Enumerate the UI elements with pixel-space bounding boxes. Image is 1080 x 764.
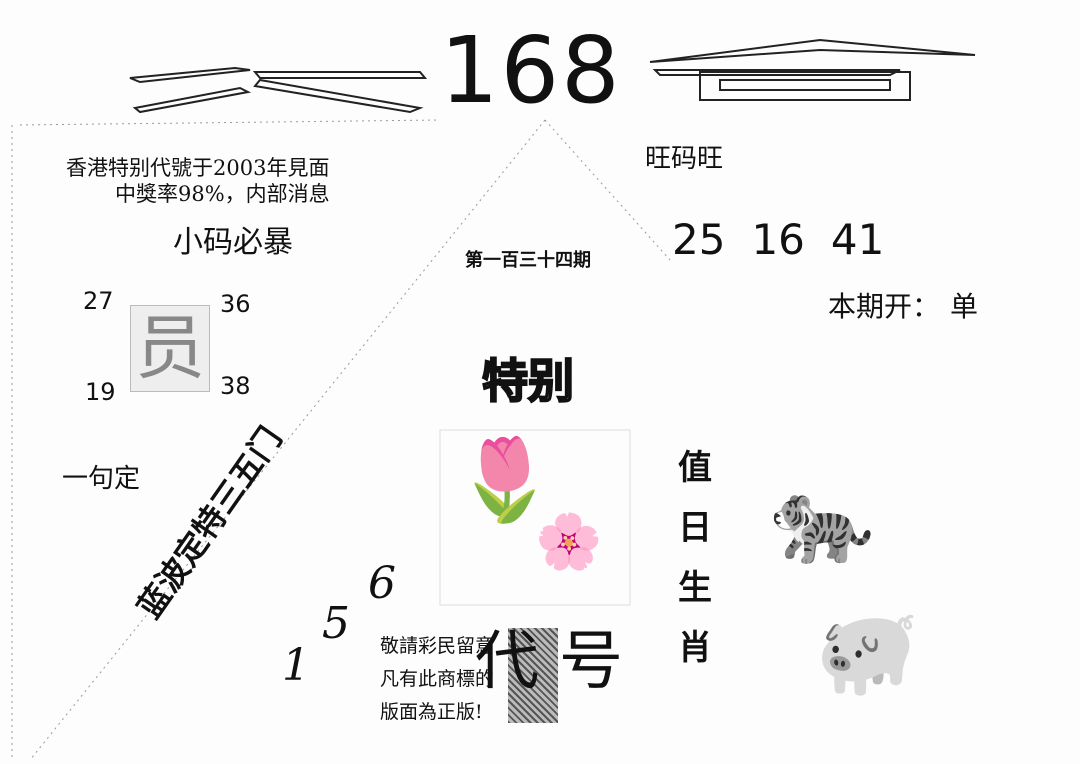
code-label: 代号 [475,625,643,699]
lucky-number: 25 [672,215,726,264]
this-issue: 本期开： 单 [828,285,978,325]
this-issue-label: 本期开： [828,290,941,323]
trademark-stamp [508,628,558,723]
grid-number: 27 [83,287,114,315]
tulip-flower-icon: 🌷 [455,433,555,526]
this-issue-value: 单 [950,290,979,323]
intro-line-1: 香港特别代號于2003年見面 [66,156,330,180]
notice-line: 敬請彩民留意 [380,635,495,657]
notice-line: 版面為正版! [380,701,483,723]
code-number: 1 [282,640,310,691]
code-number: 5 [322,598,350,649]
grid-number: 38 [220,372,251,400]
authenticity-notice: 敬請彩民留意 凡有此商標的 版面為正版! [380,630,494,729]
issue-number: 第一百三十四期 [465,250,591,271]
center-char-stamp: 员 [130,305,210,392]
zodiac-label: 值 日 生 肖 [678,438,712,678]
grid-number: 36 [220,290,251,318]
flower-branch-icon: 🌸 [535,510,603,573]
code-number: 6 [368,558,396,609]
header-title: 168 [440,17,622,124]
one-phrase-text: 一句定 [62,464,141,494]
intro-line-2: 中獎率98%，内部消息 [115,182,330,206]
zodiac-char: 值 [678,448,712,488]
lucky-number: 16 [751,215,805,264]
special-heading: 特别 [481,353,575,409]
small-code-text: 小码必暴 [173,225,293,260]
tiger-icon: 🐅 [770,471,875,569]
pig-icon: 🐖 [815,603,920,701]
lucky-numbers: 25 16 41 [672,215,884,264]
zodiac-char: 日 [678,508,712,548]
zodiac-char: 肖 [678,628,712,668]
zodiac-char: 生 [678,568,712,608]
notice-line: 凡有此商標的 [380,668,495,690]
grid-number: 19 [85,378,116,406]
lucky-label: 旺码旺 [645,144,724,174]
lucky-number: 41 [830,215,885,264]
